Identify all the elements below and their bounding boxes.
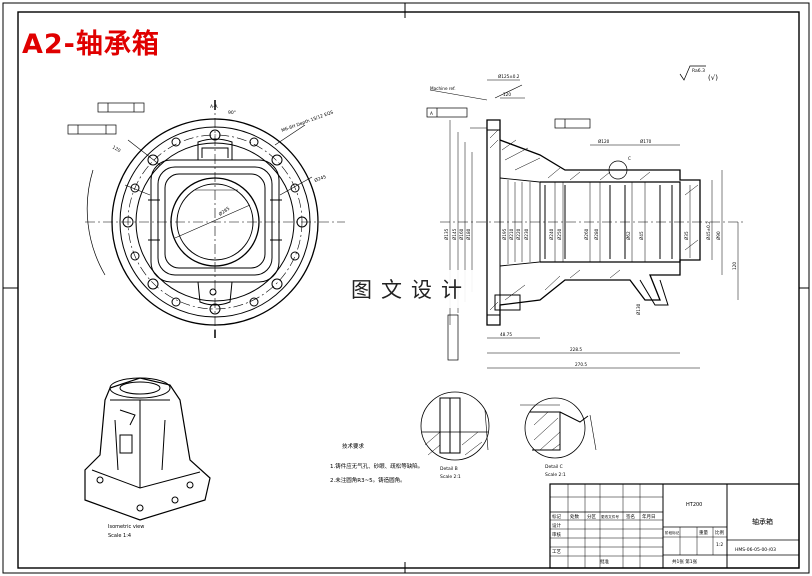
dim-v-11: Ø260 (584, 228, 589, 240)
dim-v-1: Ø135 (444, 228, 449, 240)
dim-bottom-3: 270.5 (575, 362, 587, 367)
dim-v-5: Ø195 (502, 228, 507, 240)
tb-weight-label: 重量 (699, 529, 708, 536)
dim-front-c: Ø285 (217, 205, 231, 218)
tb-row-review: 审核 (552, 531, 561, 538)
tb-header-mark: 标记 (552, 513, 561, 520)
tb-scale-label: 比例 (715, 529, 724, 536)
title-block-texts: HT200 轴承箱 HMS-06-05-00-/03 1:2 共1张 第1张 标… (552, 502, 776, 565)
isometric-caption: Isometric view Scale 1:4 (108, 524, 144, 539)
datum-a-label: A (430, 111, 433, 116)
front-view (67, 100, 345, 338)
dim-top-2: 120 (503, 92, 511, 97)
detail-c-callout: C (628, 156, 631, 161)
dim-v-6: Ø210 (509, 228, 514, 240)
tech-req-item-2: 2.未注圆角R3~5。铸造圆角。 (330, 476, 406, 484)
dim-v-18: 120 (732, 262, 737, 270)
dim-front-a: 120 (111, 145, 122, 155)
tb-header-date: 年月日 (642, 513, 656, 520)
detail-c (520, 397, 597, 459)
inner-border (17, 11, 800, 569)
tech-req-item-1: 1.铸件应无气孔、砂眼、疏松等缺陷。 (330, 462, 423, 470)
iso-title: Isometric view (108, 524, 144, 530)
dim-v-16: Ø45±0.2 (706, 221, 711, 240)
title-block (549, 483, 800, 569)
dim-v-15: Ø35 (684, 231, 689, 240)
tech-req-heading: 技术要求 (342, 442, 365, 450)
detail-c-caption: Detail C Scale 2:1 (545, 464, 566, 478)
detail-c-title: Detail C (545, 464, 563, 470)
dim-v-2: Ø145 (452, 228, 457, 240)
dim-v-10: Ø250 (557, 228, 562, 240)
dim-v-8: Ø230 (524, 228, 529, 240)
machine-ref-label: Machine ref. (430, 86, 456, 91)
dim-v-19: Ø130 (636, 303, 641, 315)
dim-v-12: Ø280 (594, 228, 599, 240)
tb-header-sign: 签名 (626, 513, 635, 520)
dim-top-1: Ø125±0.2 (498, 74, 520, 79)
watermark: 图文设计 (336, 270, 486, 308)
dim-v-9: Ø240 (549, 228, 554, 240)
dim-bottom-2: 228.5 (570, 347, 582, 352)
dim-v-7: Ø220 (516, 228, 521, 240)
tb-header-zone: 分区 (587, 513, 596, 520)
dim-front-b: Ø245 (313, 173, 327, 184)
section-view (426, 79, 745, 369)
tb-header-docno: 更改文件号 (601, 514, 619, 519)
tb-row-approve: 批准 (600, 558, 609, 565)
thread-note: M6-6H Depth 15/12 EQS (281, 109, 335, 133)
roughness-symbol: Ra6.3 (√) (679, 65, 718, 82)
tb-row-process: 工艺 (552, 549, 561, 555)
roughness-value: Ra6.3 (692, 68, 705, 74)
part-name: 轴承箱 (752, 517, 773, 526)
detail-b-caption: Detail B Scale 2:1 (440, 466, 461, 480)
dim-v-3: Ø160 (459, 228, 464, 240)
dim-top-4: Ø120 (598, 139, 610, 144)
isometric-view (84, 377, 211, 521)
section-view-texts: Machine ref. A C Ø125±0.2 120 Ø170 Ø120 … (430, 74, 737, 367)
front-view-texts: A-A M6-6H Depth 15/12 EQS 90° 120 Ø245 Ø… (111, 104, 334, 218)
section-label-top: A-A (210, 104, 219, 110)
dim-top-3: Ø170 (640, 139, 652, 144)
dim-v-4: Ø180 (466, 228, 471, 240)
dim-v-17: Ø90 (716, 231, 721, 240)
detail-b-scale: Scale 2:1 (440, 474, 461, 480)
tb-row-design: 设计 (552, 522, 561, 529)
detail-b-title: Detail B (440, 466, 458, 472)
dim-v-14: Ø45 (639, 231, 644, 240)
sheet-count: 共1张 第1张 (672, 558, 698, 565)
dim-v-13: Ø62 (626, 231, 631, 240)
detail-b (420, 391, 490, 461)
material-value: HT200 (686, 502, 702, 508)
tb-header-count: 处数 (570, 513, 579, 520)
dim-angle: 90° (228, 110, 236, 116)
drawing-number: HMS-06-05-00-/03 (735, 547, 776, 553)
tb-stage-label: 阶段标记 (665, 530, 680, 535)
iso-scale: Scale 1:4 (108, 533, 131, 539)
drawing-title: A2-轴承箱 (22, 29, 160, 60)
tech-requirements: 技术要求 1.铸件应无气孔、砂眼、疏松等缺陷。 2.未注圆角R3~5。铸造圆角。 (330, 442, 423, 484)
detail-c-scale: Scale 2:1 (545, 472, 566, 478)
roughness-suffix: (√) (708, 74, 718, 82)
dim-bottom-1: 48.75 (500, 332, 512, 337)
scale-value: 1:2 (716, 542, 723, 548)
